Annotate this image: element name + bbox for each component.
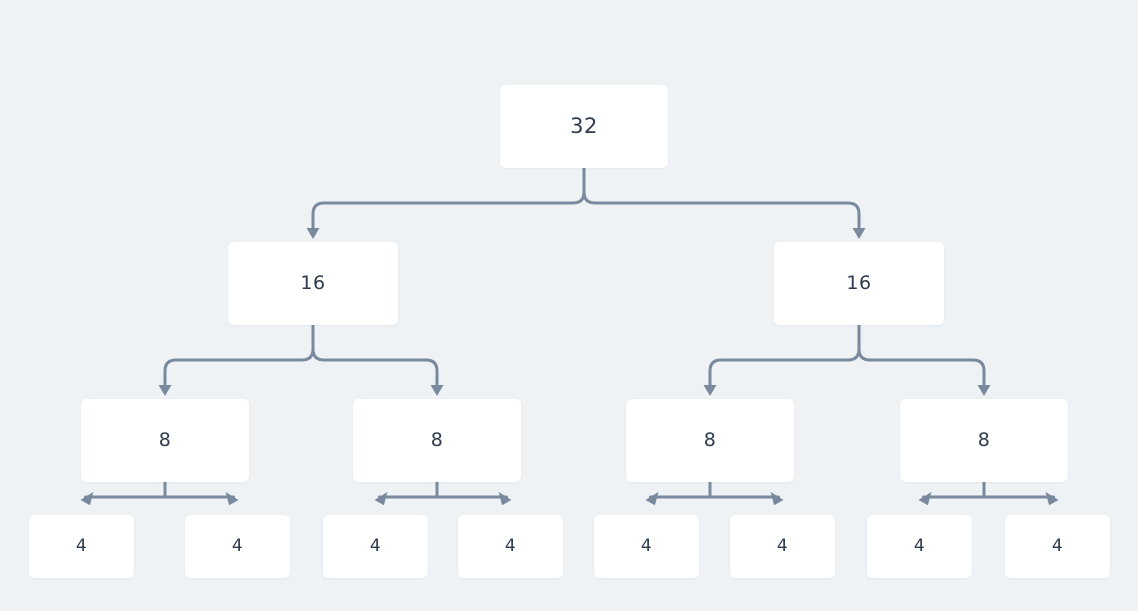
tree-node-value: 4	[75, 536, 88, 556]
tree-node[interactable]: 8	[900, 399, 1068, 482]
tree-node-value: 8	[158, 429, 172, 451]
tree-node-value: 4	[640, 536, 653, 556]
tree-node-value: 8	[977, 429, 991, 451]
tree-node[interactable]: 4	[185, 515, 290, 578]
tree-node[interactable]: 8	[353, 399, 521, 482]
tree-node-value: 4	[1051, 536, 1064, 556]
tree-node[interactable]: 16	[774, 242, 944, 325]
tree-node[interactable]: 32	[500, 85, 668, 168]
tree-node-value: 4	[369, 536, 382, 556]
tree-node[interactable]: 4	[323, 515, 428, 578]
tree-node[interactable]: 4	[29, 515, 134, 578]
tree-node[interactable]: 8	[81, 399, 249, 482]
tree-node-value: 8	[703, 429, 717, 451]
tree-node-value: 4	[504, 536, 517, 556]
tree-node[interactable]: 16	[228, 242, 398, 325]
tree-node[interactable]: 4	[594, 515, 699, 578]
tree-node[interactable]: 8	[626, 399, 794, 482]
tree-node-value: 8	[430, 429, 444, 451]
tree-node-value: 16	[300, 272, 326, 294]
tree-node[interactable]: 4	[730, 515, 835, 578]
tree-node[interactable]: 4	[867, 515, 972, 578]
tree-node-value: 32	[570, 114, 598, 138]
tree-node-value: 4	[913, 536, 926, 556]
tree-node-value: 16	[846, 272, 872, 294]
tree-node[interactable]: 4	[1005, 515, 1110, 578]
tree-node-value: 4	[231, 536, 244, 556]
tree-node-value: 4	[776, 536, 789, 556]
tree-node[interactable]: 4	[458, 515, 563, 578]
